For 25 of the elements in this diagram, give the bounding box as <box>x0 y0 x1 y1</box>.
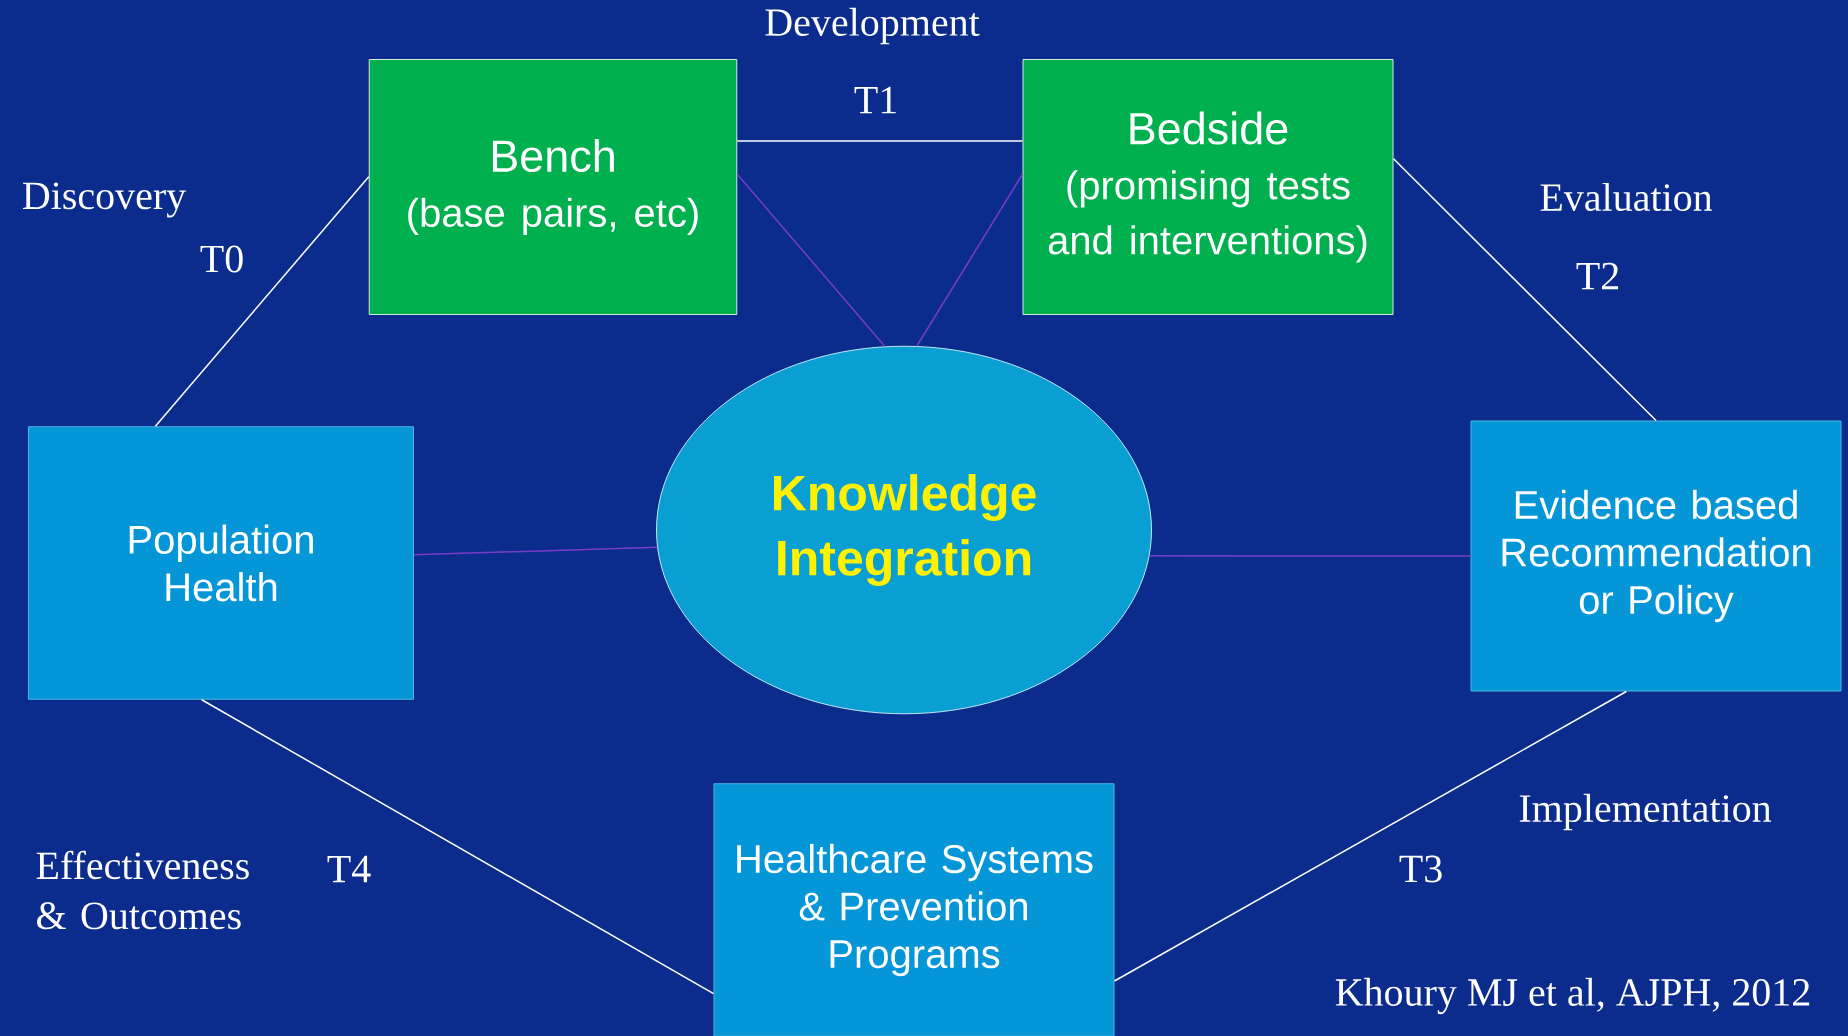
process-box: Population Health <box>28 426 414 700</box>
connector-line <box>736 173 886 348</box>
label-text: Effectiveness & Outcomes <box>36 850 249 930</box>
label-text: T3 <box>1399 855 1442 883</box>
connector-line <box>413 546 658 556</box>
process-box: Bedside (promising tests and interventions) <box>1022 59 1394 315</box>
process-box: Bench (base pairs, etc) <box>368 59 738 315</box>
label-text: Khoury MJ et al, AJPH, 2012 <box>1335 977 1810 1015</box>
connector-line <box>736 140 1024 142</box>
label-text: T2 <box>1576 262 1619 290</box>
connector-line <box>1392 158 1657 422</box>
process-box: Evidence based Recommendation or Policy <box>1470 420 1842 692</box>
label-text: Discovery <box>23 182 187 218</box>
label-text: T4 <box>327 855 371 883</box>
connector-line <box>154 176 370 427</box>
process-box: Healthcare Systems & Prevention Programs <box>713 783 1115 1036</box>
label-text: Development <box>765 7 980 45</box>
label-text: Evaluation <box>1540 182 1713 212</box>
connector-line <box>1148 555 1472 557</box>
connector-line <box>200 699 715 995</box>
connector-line <box>916 173 1024 347</box>
label-text: T0 <box>200 245 243 273</box>
connector-line <box>1113 690 1628 982</box>
label-text: T1 <box>854 86 896 114</box>
label-text: Implementation <box>1519 793 1772 831</box>
